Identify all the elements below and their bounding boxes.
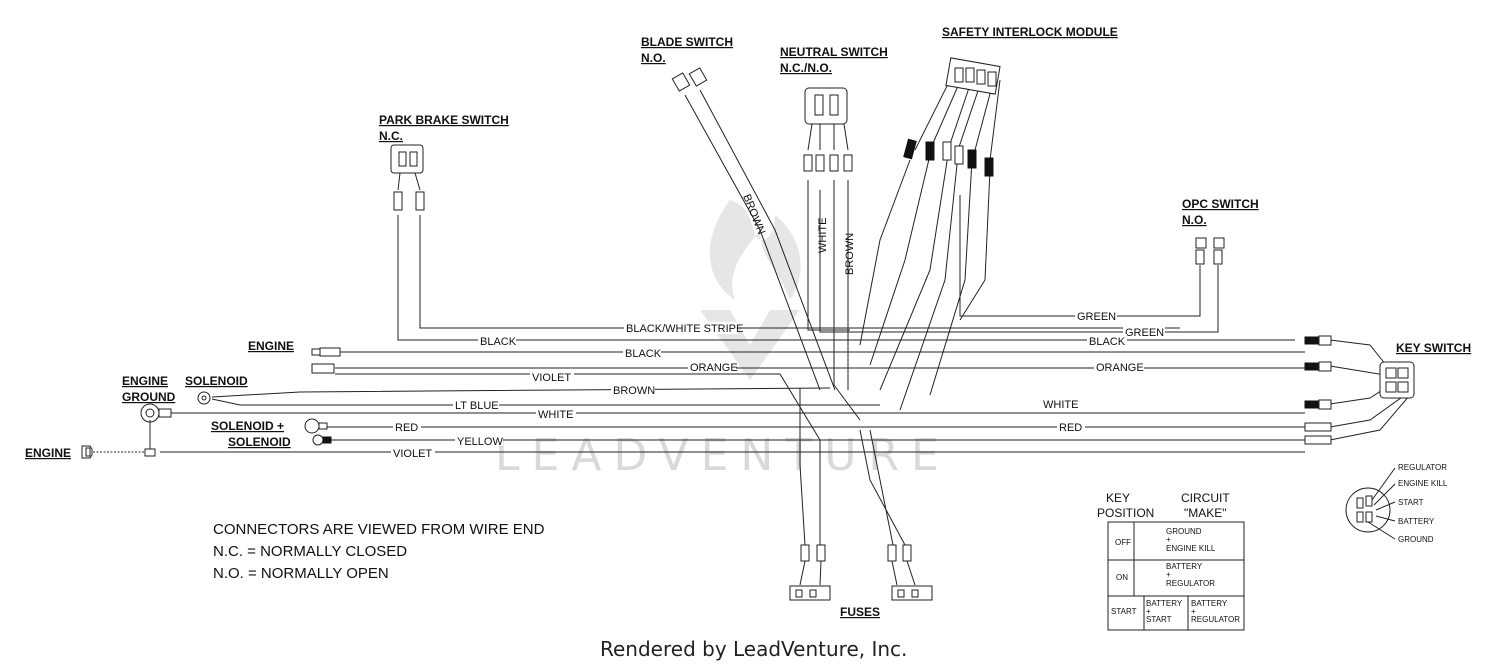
solenoid-plus-label-2: SOLENOID (228, 435, 291, 449)
key-pin-labels: REGULATOR ENGINE KILL START BATTERY GROU… (1398, 463, 1448, 544)
opc-switch-label: OPC SWITCH (1182, 197, 1259, 211)
note-nc: N.C. = NORMALLY CLOSED (213, 543, 407, 560)
wire-label-lt-blue: LT BLUE (455, 400, 499, 412)
engine-top-label: ENGINE (248, 339, 294, 353)
wire-label-violet-upper: VIOLET (532, 372, 571, 384)
wire-label-brown-solenoid: BROWN (613, 385, 655, 397)
footer-credit: Rendered by LeadVenture, Inc. (600, 637, 907, 661)
engine-left-connector (81, 420, 156, 459)
table-header-key: KEY (1106, 491, 1130, 505)
note-no: N.O. = NORMALLY OPEN (213, 565, 389, 582)
key-pin-regulator: REGULATOR (1398, 463, 1447, 472)
wire-label-violet-lower: VIOLET (393, 448, 432, 460)
table-row-on-make-3: REGULATOR (1166, 579, 1215, 588)
wire-label-black-engine: BLACK (625, 348, 662, 360)
safety-interlock-module-label: SAFETY INTERLOCK MODULE (942, 25, 1118, 39)
key-switch-pinout (1345, 467, 1396, 540)
neutral-switch-connector (803, 87, 853, 172)
component-labels: BLADE SWITCH N.O. NEUTRAL SWITCH N.C./N.… (25, 25, 1471, 619)
wire-label-green-lower: GREEN (1125, 327, 1164, 339)
wire-label-yellow: YELLOW (457, 436, 503, 448)
key-pin-battery: BATTERY (1398, 517, 1435, 526)
wire-label-black-right: BLACK (1089, 336, 1126, 348)
key-switch-label: KEY SWITCH (1396, 341, 1471, 355)
wire-label-orange-center: ORANGE (690, 362, 738, 374)
fuse-holder-left (789, 544, 831, 601)
wire-label-orange-right: ORANGE (1096, 362, 1144, 374)
wire-label-red-left: RED (395, 422, 418, 434)
table-row-start-make-a-2: + (1146, 607, 1151, 616)
wire-label-red-right: RED (1059, 422, 1082, 434)
table-row-start-position: START (1111, 607, 1137, 616)
safety-interlock-module-connector (903, 57, 1001, 177)
engine-left-label: ENGINE (25, 446, 71, 460)
engine-terminal-top (311, 347, 341, 357)
watermark-logo (709, 200, 801, 300)
table-row-start-make-a-1: BATTERY (1146, 599, 1183, 608)
wire-labels: BROWN WHITE BROWN BLACK/WHITE STRIPE BLA… (391, 193, 1165, 460)
wire-label-white-right: WHITE (1043, 399, 1078, 411)
engine-ground-label: ENGINE (122, 374, 168, 388)
neutral-switch-label: NEUTRAL SWITCH (780, 45, 888, 59)
table-header-position: POSITION (1097, 506, 1154, 520)
wire-label-green-upper: GREEN (1077, 311, 1116, 323)
engine-ground-terminal (140, 403, 172, 423)
opc-switch-connector (1195, 237, 1225, 265)
solenoid-plus-label: SOLENOID + (211, 419, 284, 433)
legend-notes: CONNECTORS ARE VIEWED FROM WIRE END N.C.… (213, 521, 545, 582)
solenoid-terminal (197, 391, 211, 405)
key-pin-engine-kill: ENGINE KILL (1398, 479, 1448, 488)
watermark-text: LEADVENTURE (495, 430, 951, 481)
engine-orange-terminal (311, 363, 335, 374)
fuses-label: FUSES (840, 605, 880, 619)
table-row-start-make-b-3: REGULATOR (1191, 615, 1240, 624)
wire-label-black-white-stripe: BLACK/WHITE STRIPE (626, 323, 743, 335)
neutral-switch-type: N.C./N.O. (780, 61, 832, 75)
park-brake-switch-connector (390, 144, 425, 211)
table-row-off-make-1: GROUND (1166, 527, 1202, 536)
blade-switch-label: BLADE SWITCH (641, 35, 733, 49)
table-row-start-make-b-1: BATTERY (1191, 599, 1228, 608)
solenoid-plus-terminals (304, 418, 332, 446)
blade-switch-type: N.O. (641, 51, 666, 65)
opc-switch-type: N.O. (1182, 213, 1207, 227)
table-header-circuit: CIRCUIT (1181, 491, 1230, 505)
wire-label-brown-neutral: BROWN (844, 233, 856, 275)
fuse-holder-right (887, 544, 933, 601)
note-connectors: CONNECTORS ARE VIEWED FROM WIRE END (213, 521, 545, 538)
table-row-off-position: OFF (1115, 538, 1131, 547)
wire-label-white-neutral: WHITE (817, 218, 829, 253)
table-row-on-position: ON (1116, 573, 1128, 582)
blade-switch-connector (671, 67, 708, 92)
park-brake-switch-type: N.C. (379, 129, 403, 143)
key-pin-start: START (1398, 498, 1424, 507)
key-pin-ground: GROUND (1398, 535, 1434, 544)
table-row-off-make-2: + (1166, 535, 1171, 544)
solenoid-label: SOLENOID (185, 374, 248, 388)
wire-label-white-left: WHITE (538, 409, 573, 421)
table-row-start-make-a-3: START (1146, 615, 1172, 624)
table-row-on-make-2: + (1166, 570, 1171, 579)
key-switch-connector (1304, 335, 1415, 445)
table-row-on-make-1: BATTERY (1166, 562, 1203, 571)
table-row-start-make-b-2: + (1191, 607, 1196, 616)
table-header-make: "MAKE" (1184, 506, 1227, 520)
key-position-table: KEY POSITION CIRCUIT "MAKE" OFF GROUND +… (1097, 491, 1245, 631)
table-row-off-make-3: ENGINE KILL (1166, 544, 1216, 553)
engine-ground-label-2: GROUND (122, 390, 176, 404)
park-brake-switch-label: PARK BRAKE SWITCH (379, 113, 509, 127)
wire-label-black-park: BLACK (480, 336, 517, 348)
